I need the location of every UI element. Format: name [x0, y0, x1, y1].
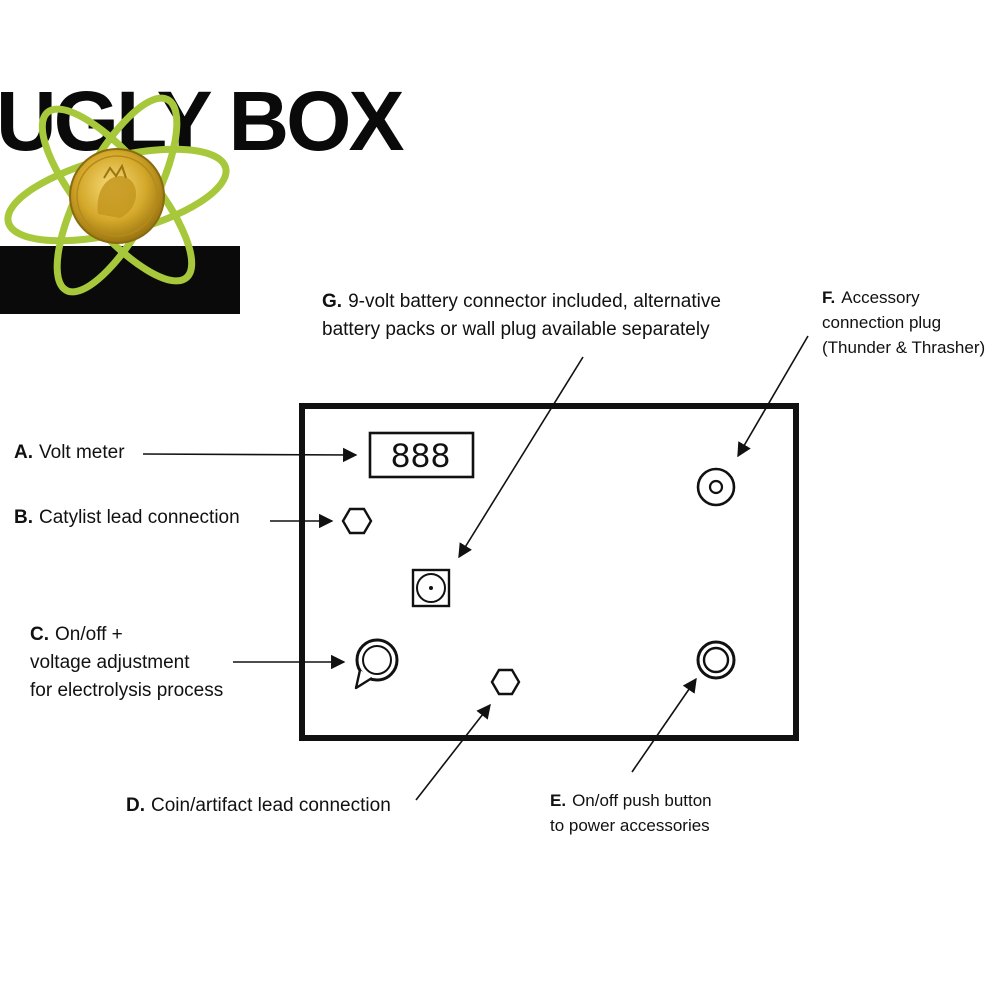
label-a: A.Volt meter	[14, 442, 125, 463]
volt-meter: 888	[368, 431, 475, 479]
label-e: E.On/off push button to power accessorie…	[550, 791, 716, 835]
label-b: B.Catylist lead connection	[14, 507, 240, 528]
gold-coin-icon	[69, 148, 165, 244]
label-d: D.Coin/artifact lead connection	[126, 795, 391, 816]
arrow-g	[458, 356, 584, 559]
accessory-plug	[696, 467, 736, 507]
label-g: G.9-volt battery connector included, alt…	[322, 291, 726, 340]
arrow-d	[415, 703, 491, 801]
voltage-knob	[354, 638, 399, 690]
volt-meter-display: 888	[391, 437, 451, 475]
arrow-f	[737, 335, 809, 458]
logo: UGLY BOX	[0, 74, 407, 314]
battery-connector	[411, 568, 451, 608]
label-c: C.On/off + voltage adjustment for electr…	[30, 624, 223, 701]
push-button	[696, 640, 736, 680]
arrow-e	[631, 677, 697, 773]
coin-lead-connector	[490, 668, 521, 696]
label-f: F.Accessory connection plug (Thunder & T…	[822, 288, 985, 357]
catalyst-lead-connector	[341, 507, 373, 535]
arrow-a	[142, 447, 358, 463]
